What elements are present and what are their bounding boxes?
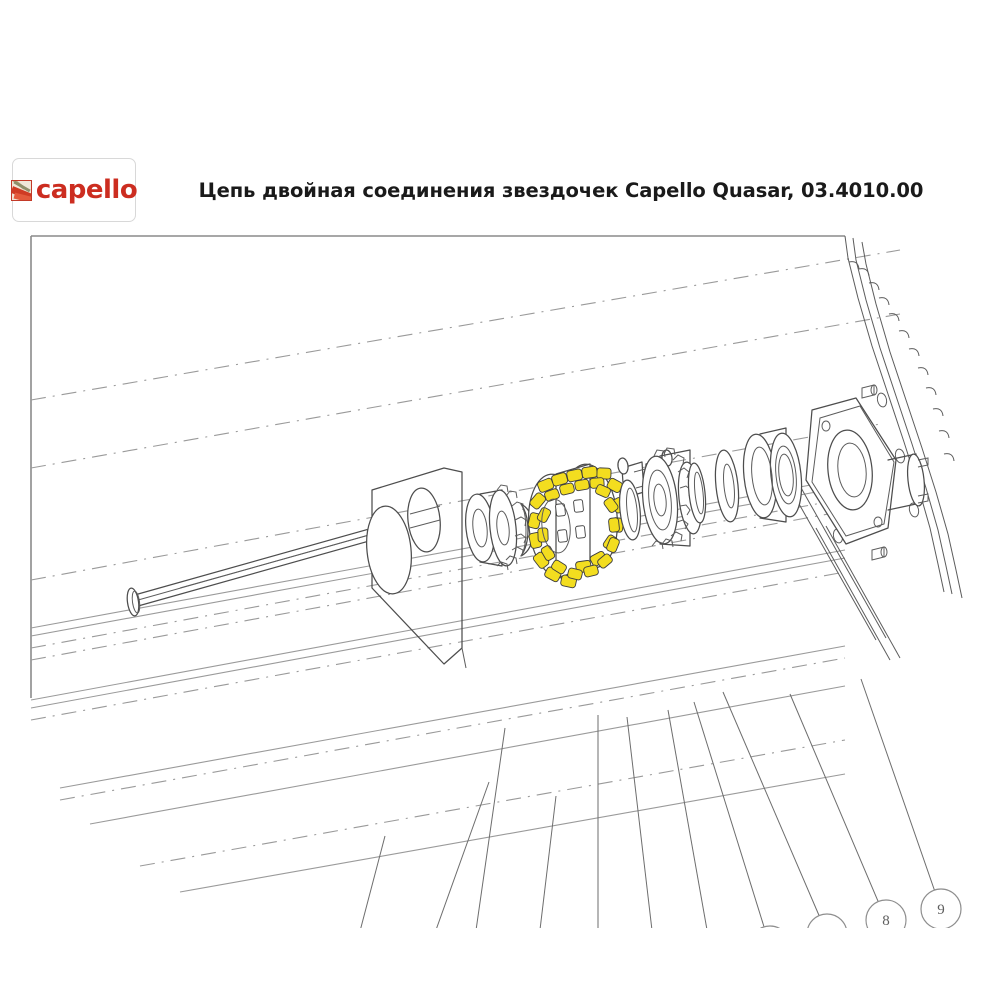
- leader-line: [360, 835, 386, 928]
- leader-line: [693, 701, 765, 928]
- callout-number: 7: [823, 927, 831, 928]
- leader-line: [789, 693, 879, 902]
- callout-8[interactable]: 8: [789, 693, 907, 928]
- machine-body-panels: [30, 249, 901, 893]
- callout-bubble: [920, 888, 962, 928]
- callout-2[interactable]: 2: [667, 709, 732, 928]
- exploded-drawing: 123410526789: [0, 228, 1000, 928]
- brand-wordmark: capello: [35, 175, 138, 205]
- leader-line: [722, 691, 820, 916]
- part-ball-bearing: [742, 427, 803, 523]
- callout-layer: 123410526789: [308, 678, 962, 928]
- part-drive-shaft-tube: [126, 519, 402, 617]
- callout-10[interactable]: 10: [578, 715, 618, 928]
- callout-6[interactable]: 6: [693, 701, 790, 928]
- callout-1[interactable]: 1: [308, 835, 386, 928]
- callout-9[interactable]: 9: [860, 678, 962, 928]
- callout-number: 9: [937, 902, 945, 918]
- part-spacer-large: [714, 449, 740, 523]
- callout-5[interactable]: 5: [626, 716, 677, 928]
- diagram-header: capello Цепь двойная соединения звездоче…: [0, 150, 1000, 230]
- callout-bubble: [807, 913, 847, 928]
- leader-line: [667, 709, 708, 928]
- leader-line: [860, 678, 935, 891]
- callout-bubble: [865, 899, 907, 928]
- callout-3[interactable]: 3: [443, 727, 506, 928]
- leader-line: [539, 795, 557, 928]
- callout-bubble: [759, 925, 781, 928]
- chain-links: [527, 465, 627, 589]
- part-flange-bearing-housing: [805, 397, 929, 545]
- mounting-bracket-plate: [366, 467, 467, 669]
- brand-logo: capello: [10, 158, 138, 222]
- page-title: Цепь двойная соединения звездочек Capell…: [198, 178, 924, 202]
- drawing-canvas: 123410526789: [30, 235, 963, 928]
- callout-7[interactable]: 7: [722, 691, 847, 928]
- callout-number: 8: [882, 913, 890, 928]
- frame-bolt-studs: [861, 384, 888, 561]
- capello-emblem-icon: [10, 179, 32, 201]
- leader-line: [626, 716, 653, 928]
- callout-2[interactable]: 2: [378, 781, 490, 928]
- leader-line: [475, 727, 506, 928]
- leader-line: [436, 781, 490, 928]
- right-frame-panel: [789, 235, 963, 661]
- part-double-roller-chain: [527, 463, 627, 589]
- part-washer: [687, 462, 707, 524]
- part-sprocket-left: [465, 484, 527, 571]
- callout-4[interactable]: 4: [510, 795, 557, 928]
- part-spacer-ring: [618, 479, 642, 541]
- drawing-frame: [30, 235, 845, 698]
